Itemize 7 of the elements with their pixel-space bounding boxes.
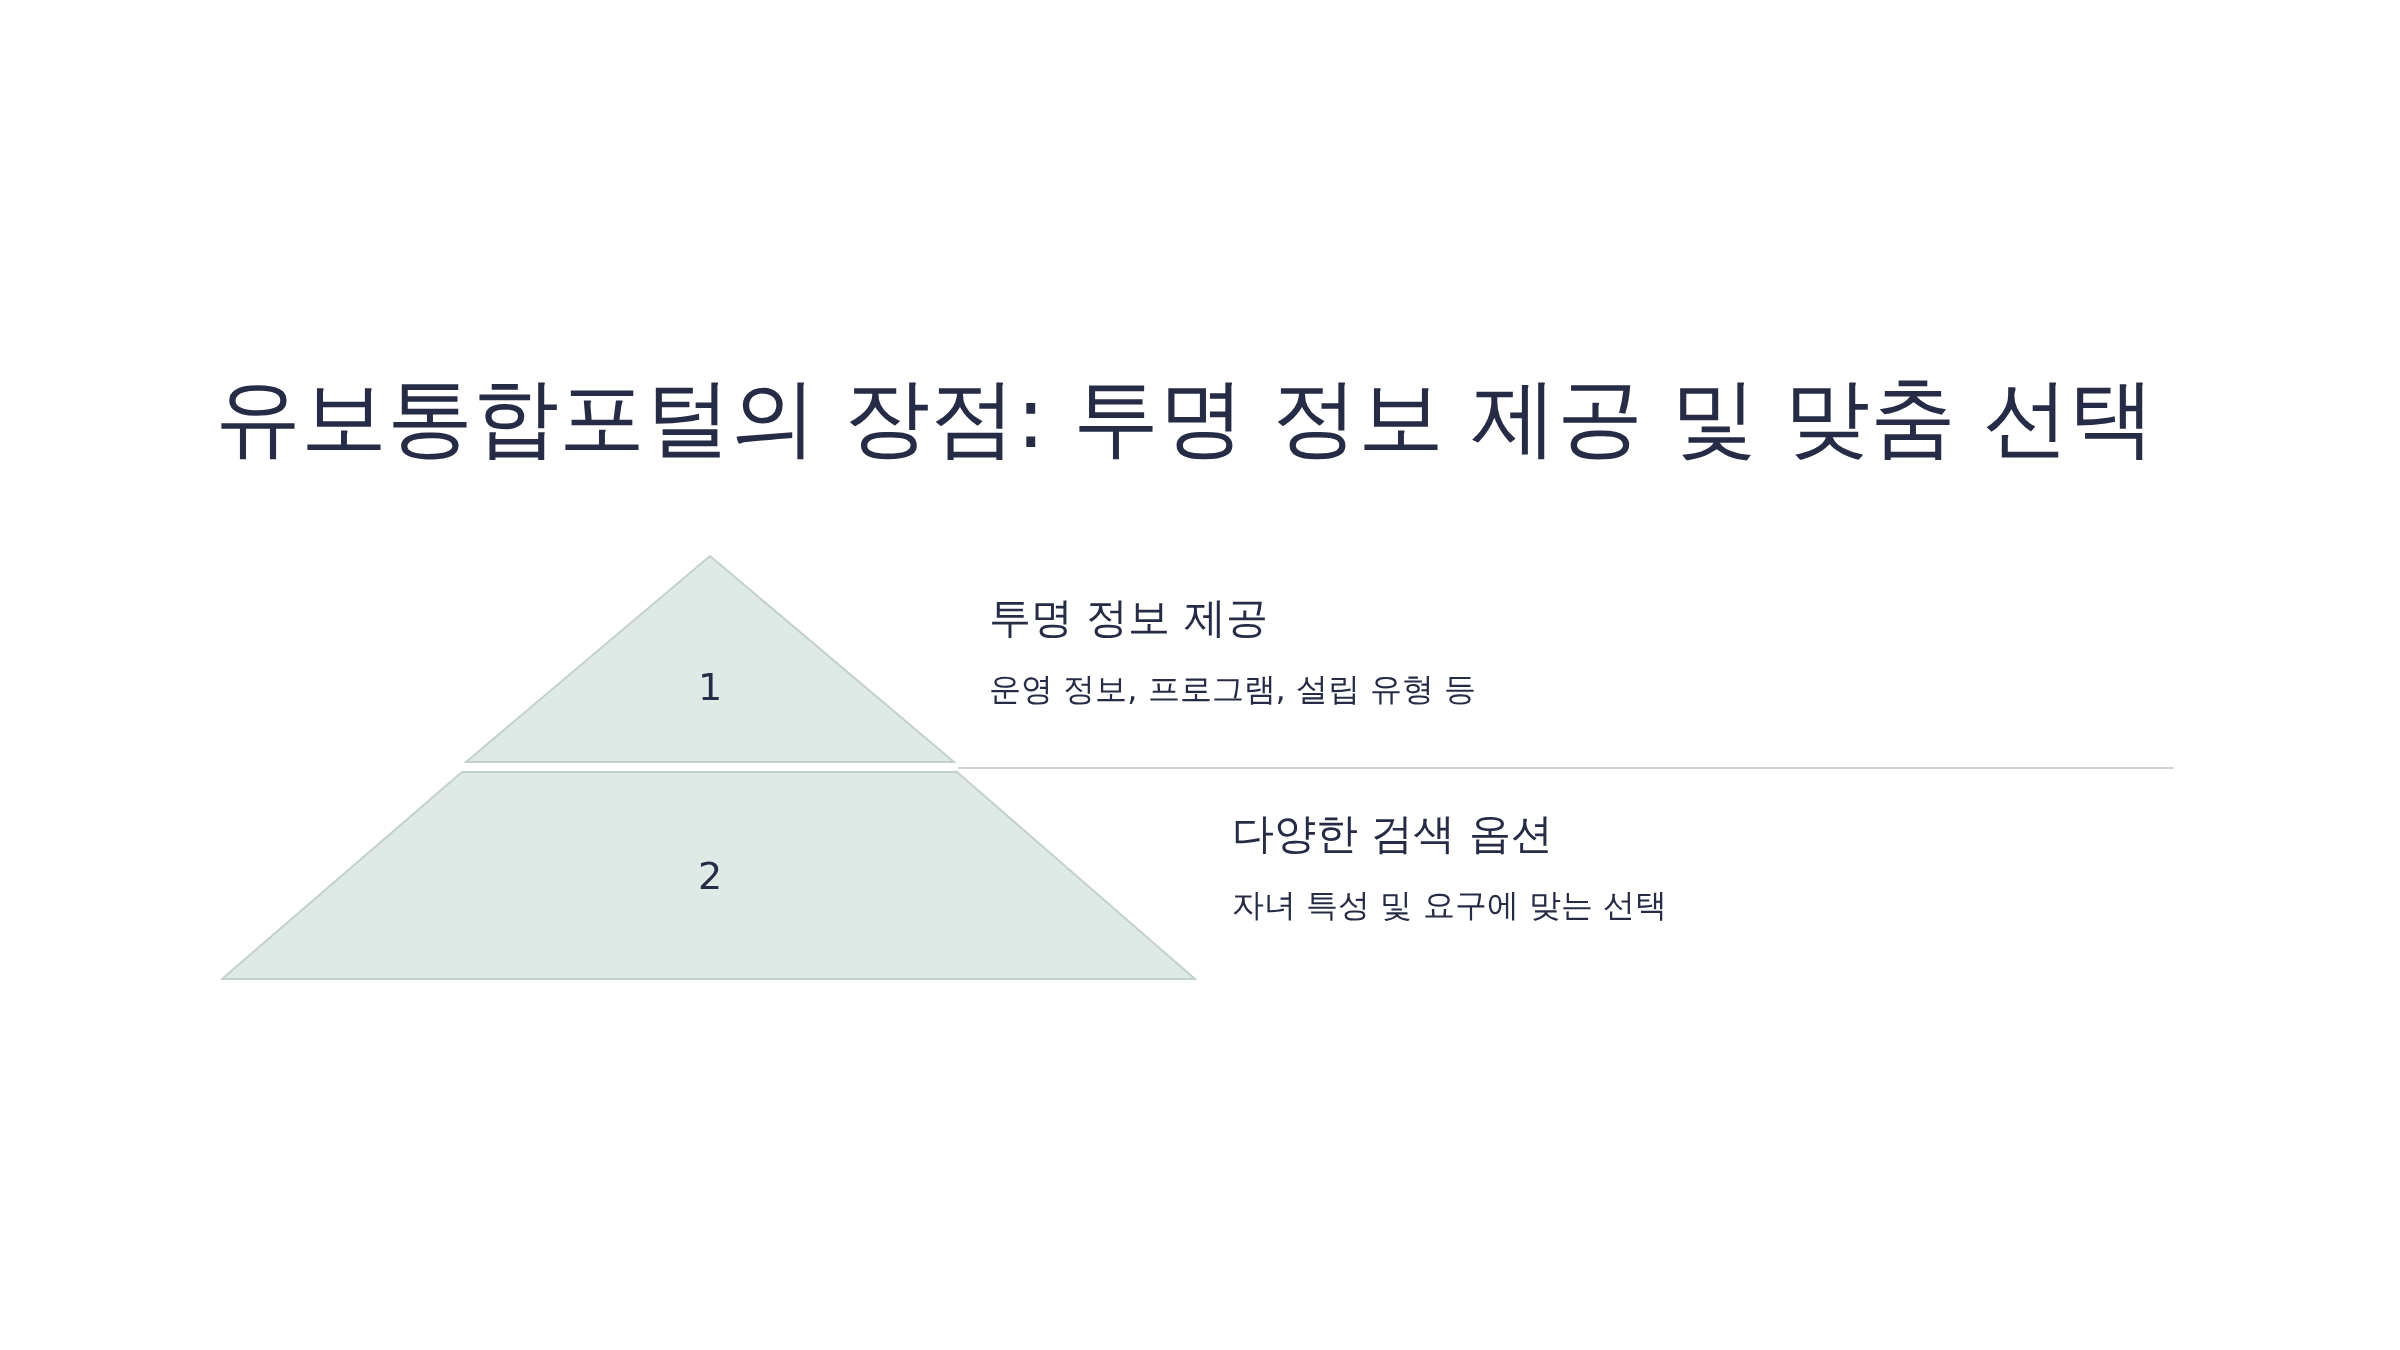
- tier-description: 운영 정보, 프로그램, 설립 유형 등: [989, 669, 1477, 710]
- tier-heading: 다양한 검색 옵션: [1232, 808, 1553, 860]
- tier-heading: 투명 정보 제공: [989, 592, 1268, 644]
- title: 유보통합포털의 장점: 투명 정보 제공 및 맞춤 선택: [215, 366, 2156, 469]
- tier-number: 2: [696, 854, 724, 898]
- tier-number: 1: [696, 665, 724, 709]
- tier-description: 자녀 특성 및 요구에 맞는 선택: [1232, 885, 1667, 926]
